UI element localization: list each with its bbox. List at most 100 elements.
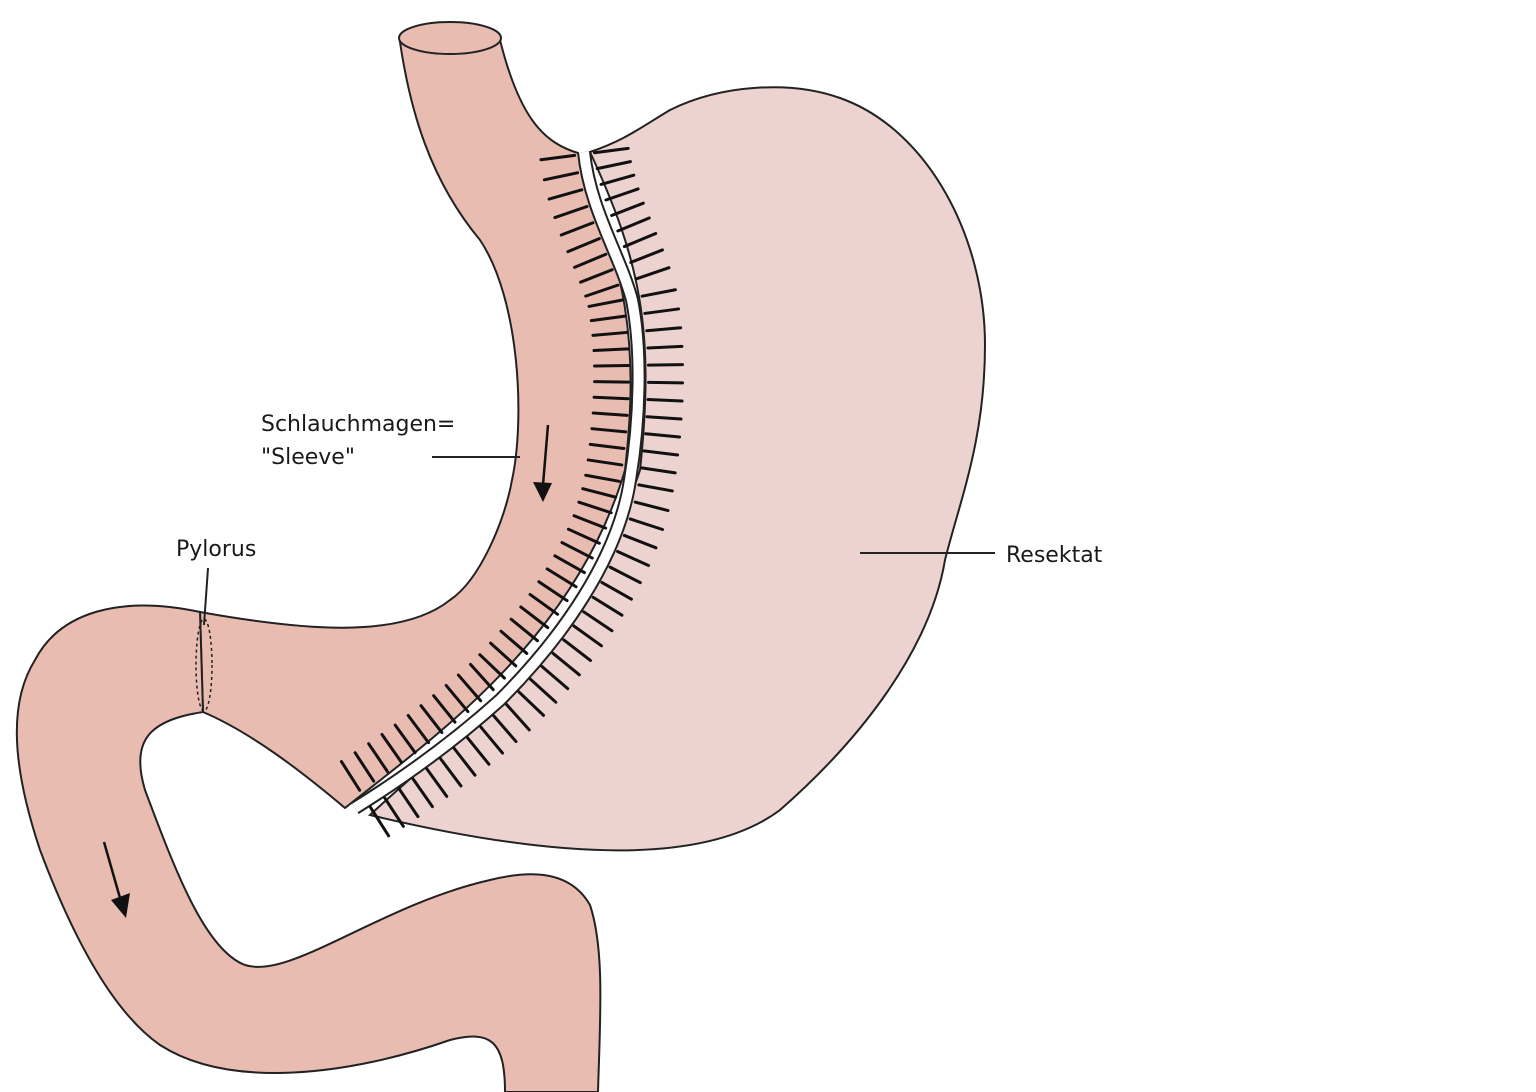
staple-mark bbox=[599, 173, 636, 186]
staple-mark bbox=[499, 629, 529, 655]
staple-mark bbox=[608, 565, 642, 585]
staple-mark bbox=[579, 268, 614, 284]
staple-mark bbox=[519, 605, 550, 630]
staple-mark bbox=[537, 580, 569, 603]
staple-mark bbox=[393, 723, 417, 755]
staple-mark bbox=[640, 288, 677, 298]
staple-mark bbox=[591, 595, 624, 617]
staple-mark bbox=[553, 554, 586, 575]
staple-mark bbox=[629, 248, 664, 264]
staple-mark bbox=[644, 432, 682, 439]
staple-mark bbox=[642, 449, 680, 457]
staple-mark bbox=[566, 527, 601, 545]
staple-mark bbox=[591, 330, 629, 337]
staple-mark bbox=[566, 237, 601, 254]
staple-mark bbox=[505, 703, 531, 732]
staple-mark bbox=[406, 714, 431, 745]
staple-mark bbox=[542, 171, 580, 182]
staple-mark bbox=[432, 694, 457, 724]
staple-mark bbox=[540, 664, 570, 691]
staple-mark bbox=[590, 427, 628, 434]
staple-mark bbox=[647, 380, 685, 385]
arrow-sleeve-icon bbox=[533, 424, 552, 502]
staple-mark bbox=[635, 266, 671, 281]
staple-mark bbox=[559, 221, 595, 237]
esophagus-opening bbox=[398, 21, 502, 55]
staple-mark bbox=[469, 662, 495, 692]
staple-mark bbox=[595, 160, 632, 171]
staple-mark bbox=[637, 483, 674, 493]
staple-mark bbox=[592, 347, 630, 353]
staple-mark bbox=[640, 466, 677, 475]
staple-mark bbox=[646, 398, 684, 403]
staple-mark bbox=[439, 757, 463, 788]
staple-mark bbox=[380, 733, 403, 764]
staple-mark bbox=[610, 201, 645, 218]
staple-mark bbox=[581, 487, 618, 499]
staple-mark bbox=[553, 204, 589, 220]
staple-mark bbox=[528, 592, 560, 616]
label-pylorus: Pylorus bbox=[176, 537, 256, 562]
staple-mark bbox=[419, 704, 444, 735]
staple-mark bbox=[588, 442, 626, 450]
staple-mark bbox=[539, 153, 577, 162]
staples bbox=[339, 146, 685, 838]
staple-mark bbox=[577, 500, 613, 515]
staple-mark bbox=[545, 567, 578, 589]
staple-mark bbox=[616, 216, 651, 233]
staple-mark bbox=[466, 736, 491, 766]
staple-mark bbox=[547, 188, 584, 201]
staple-mark bbox=[572, 252, 608, 269]
staple-mark bbox=[425, 767, 449, 798]
staple-mark bbox=[517, 690, 546, 717]
staple-mark bbox=[339, 760, 362, 792]
staple-mark bbox=[489, 641, 518, 668]
label-resection: Resektat bbox=[1006, 543, 1103, 568]
staple-mark bbox=[616, 549, 651, 568]
staple-mark bbox=[456, 673, 483, 703]
staple-mark bbox=[593, 380, 631, 384]
staple-mark bbox=[367, 742, 390, 774]
label-sleeve-line1: Schlauchmagen= bbox=[261, 412, 455, 437]
staple-mark bbox=[452, 746, 477, 777]
staple-mark bbox=[645, 326, 683, 333]
pylorus-ring bbox=[195, 618, 213, 712]
staple-mark bbox=[551, 651, 581, 677]
staple-mark bbox=[622, 533, 658, 550]
staple-mark bbox=[444, 683, 470, 714]
staple-mark bbox=[411, 777, 434, 809]
staple-mark bbox=[560, 541, 594, 560]
staple-mark bbox=[562, 638, 593, 663]
staple-line-gap-inner bbox=[352, 151, 644, 813]
staple-mark bbox=[647, 363, 685, 367]
staple-mark bbox=[584, 473, 621, 483]
staple-mark bbox=[572, 514, 608, 530]
staple-mark bbox=[592, 395, 630, 401]
staple-mark bbox=[584, 283, 620, 298]
staple-mark bbox=[622, 231, 658, 249]
staple-mark bbox=[353, 751, 376, 783]
staple-mark bbox=[633, 500, 670, 513]
staple-mark bbox=[600, 580, 633, 601]
arrow-duodenum-icon bbox=[102, 841, 130, 918]
staple-mark bbox=[509, 617, 539, 643]
staple-mark bbox=[591, 411, 629, 417]
staple-mark bbox=[383, 796, 405, 828]
label-sleeve-line2: "Sleeve" bbox=[261, 445, 355, 470]
staple-mark bbox=[587, 298, 624, 308]
staple-mark bbox=[397, 786, 420, 819]
duodenum bbox=[15, 604, 602, 1092]
staple-mark bbox=[589, 314, 627, 323]
staple-mark bbox=[628, 517, 665, 532]
staple-mark bbox=[572, 624, 603, 648]
staple-mark bbox=[645, 415, 683, 421]
staple-mark bbox=[529, 677, 558, 704]
staple-mark bbox=[593, 146, 630, 155]
staple-mark bbox=[586, 458, 624, 467]
staple-mark bbox=[646, 344, 684, 350]
staple-mark bbox=[368, 805, 391, 838]
staple-mark bbox=[492, 714, 518, 744]
staple-mark bbox=[604, 187, 640, 202]
